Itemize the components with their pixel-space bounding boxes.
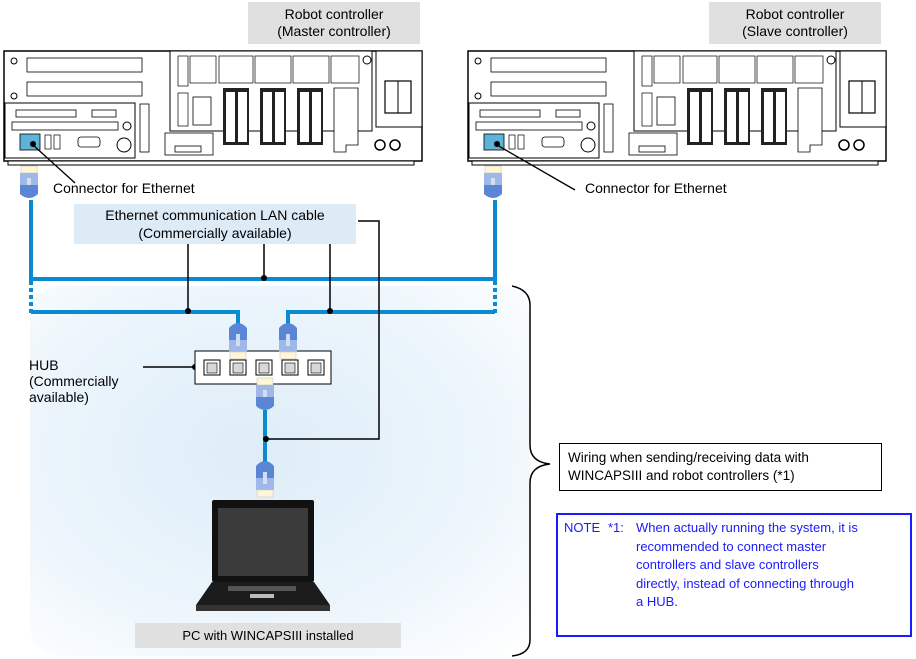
hub-label-line1: HUB [29, 357, 59, 373]
slave-controller-panel [467, 50, 887, 166]
pc-label: PC with WINCAPSIII installed [135, 623, 401, 648]
laptop-icon [196, 500, 330, 611]
note-line: a HUB. [636, 594, 678, 609]
master-controller-panel [3, 50, 423, 166]
slave-lan-plug [483, 165, 503, 199]
note-line: When actually running the system, it is [636, 520, 858, 535]
slave-connector-label: Connector for Ethernet [585, 180, 727, 196]
hub-plug-slave [278, 322, 298, 360]
note-body: When actually running the system, it is … [636, 519, 904, 612]
slave-to-hub-cable [286, 310, 495, 327]
master-title-line2: (Master controller) [277, 23, 391, 39]
note-line: directly, instead of connecting through [636, 575, 855, 591]
hub-label: HUB (Commercially available) [29, 357, 118, 405]
note-heading: NOTE [564, 520, 601, 535]
master-to-hub-cable [31, 310, 240, 327]
cable-label-line1: Ethernet communication LAN cable [105, 207, 325, 223]
note-footnote-mark: *1: [608, 520, 624, 535]
slave-title-line1: Robot controller [745, 6, 845, 22]
note-box: NOTE *1: When actually running the syste… [556, 513, 912, 637]
master-connector-label: Connector for Ethernet [53, 180, 195, 196]
master-connector-leader [32, 144, 76, 184]
hub-plug-pc [255, 377, 275, 411]
hub-ports [203, 359, 325, 376]
hub-label-line2: (Commercially [29, 373, 119, 389]
slave-connector-leader [496, 144, 576, 191]
wiring-note-box: Wiring when sending/receiving data with … [559, 443, 882, 491]
master-title-line1: Robot controller [284, 6, 384, 22]
hub-label-line3: available) [29, 389, 89, 405]
wiring-note-line1: Wiring when sending/receiving data with [568, 450, 809, 465]
cable-label-line2: (Commercially available) [138, 225, 292, 241]
note-line: recommended to connect master [636, 538, 827, 554]
master-controller-title: Robot controller (Master controller) [248, 2, 420, 44]
slave-controller-title: Robot controller (Slave controller) [709, 2, 881, 44]
scope-brace [511, 285, 551, 657]
cable-label: Ethernet communication LAN cable (Commer… [74, 204, 356, 244]
note-line: controllers and slave controllers [636, 557, 819, 572]
pc-plug [255, 460, 275, 498]
slave-title-line2: (Slave controller) [742, 23, 848, 39]
wiring-note-line2: WINCAPSIII and robot controllers (*1) [568, 468, 795, 483]
hub-plug-master [228, 322, 248, 360]
master-lan-plug [19, 165, 39, 199]
